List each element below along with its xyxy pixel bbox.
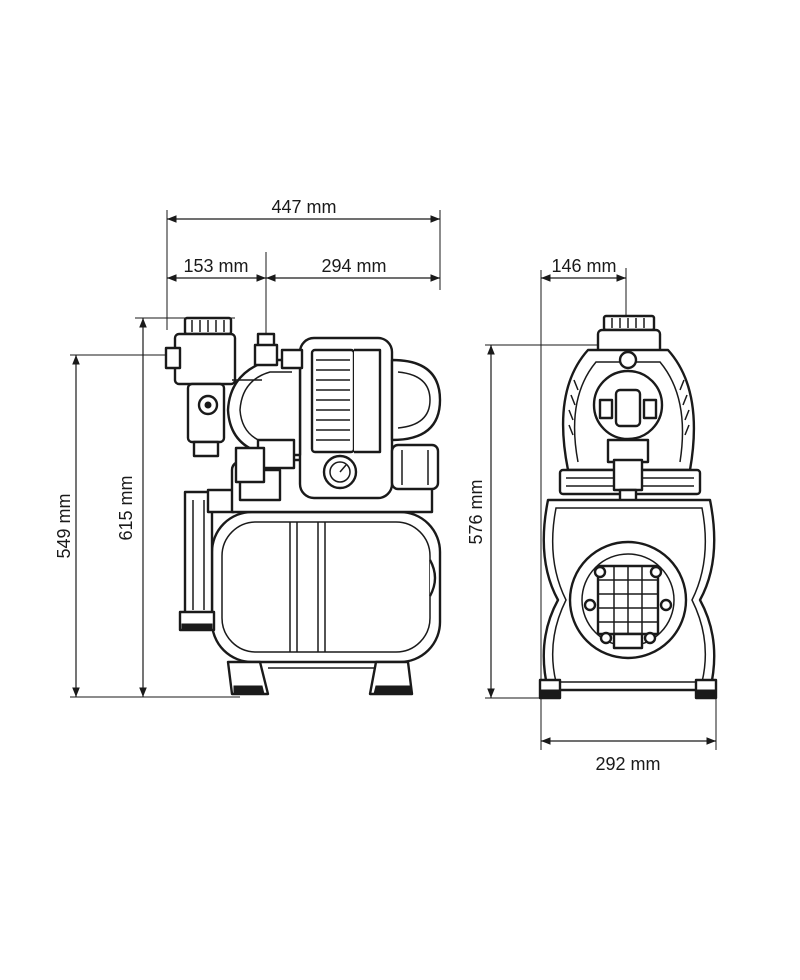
front-view-pump [164,316,442,696]
dim-label-292: 292 mm [595,754,660,774]
dim-label-447: 447 mm [271,197,336,217]
front-view-dimensions: 447 mm 153 mm 294 mm 549 mm 615 mm [54,197,441,698]
dim-label-549: 549 mm [54,493,74,558]
motor-fins [316,359,350,441]
dim-label-576: 576 mm [466,479,486,544]
dim-label-615: 615 mm [116,475,136,540]
dim-label-146: 146 mm [551,256,616,276]
side-vents [568,379,690,436]
dim-label-294: 294 mm [321,256,386,276]
dim-label-153: 153 mm [183,256,248,276]
side-view-pump [538,314,718,700]
side-view-dimensions: 146 mm 576 mm 292 mm [466,256,717,774]
